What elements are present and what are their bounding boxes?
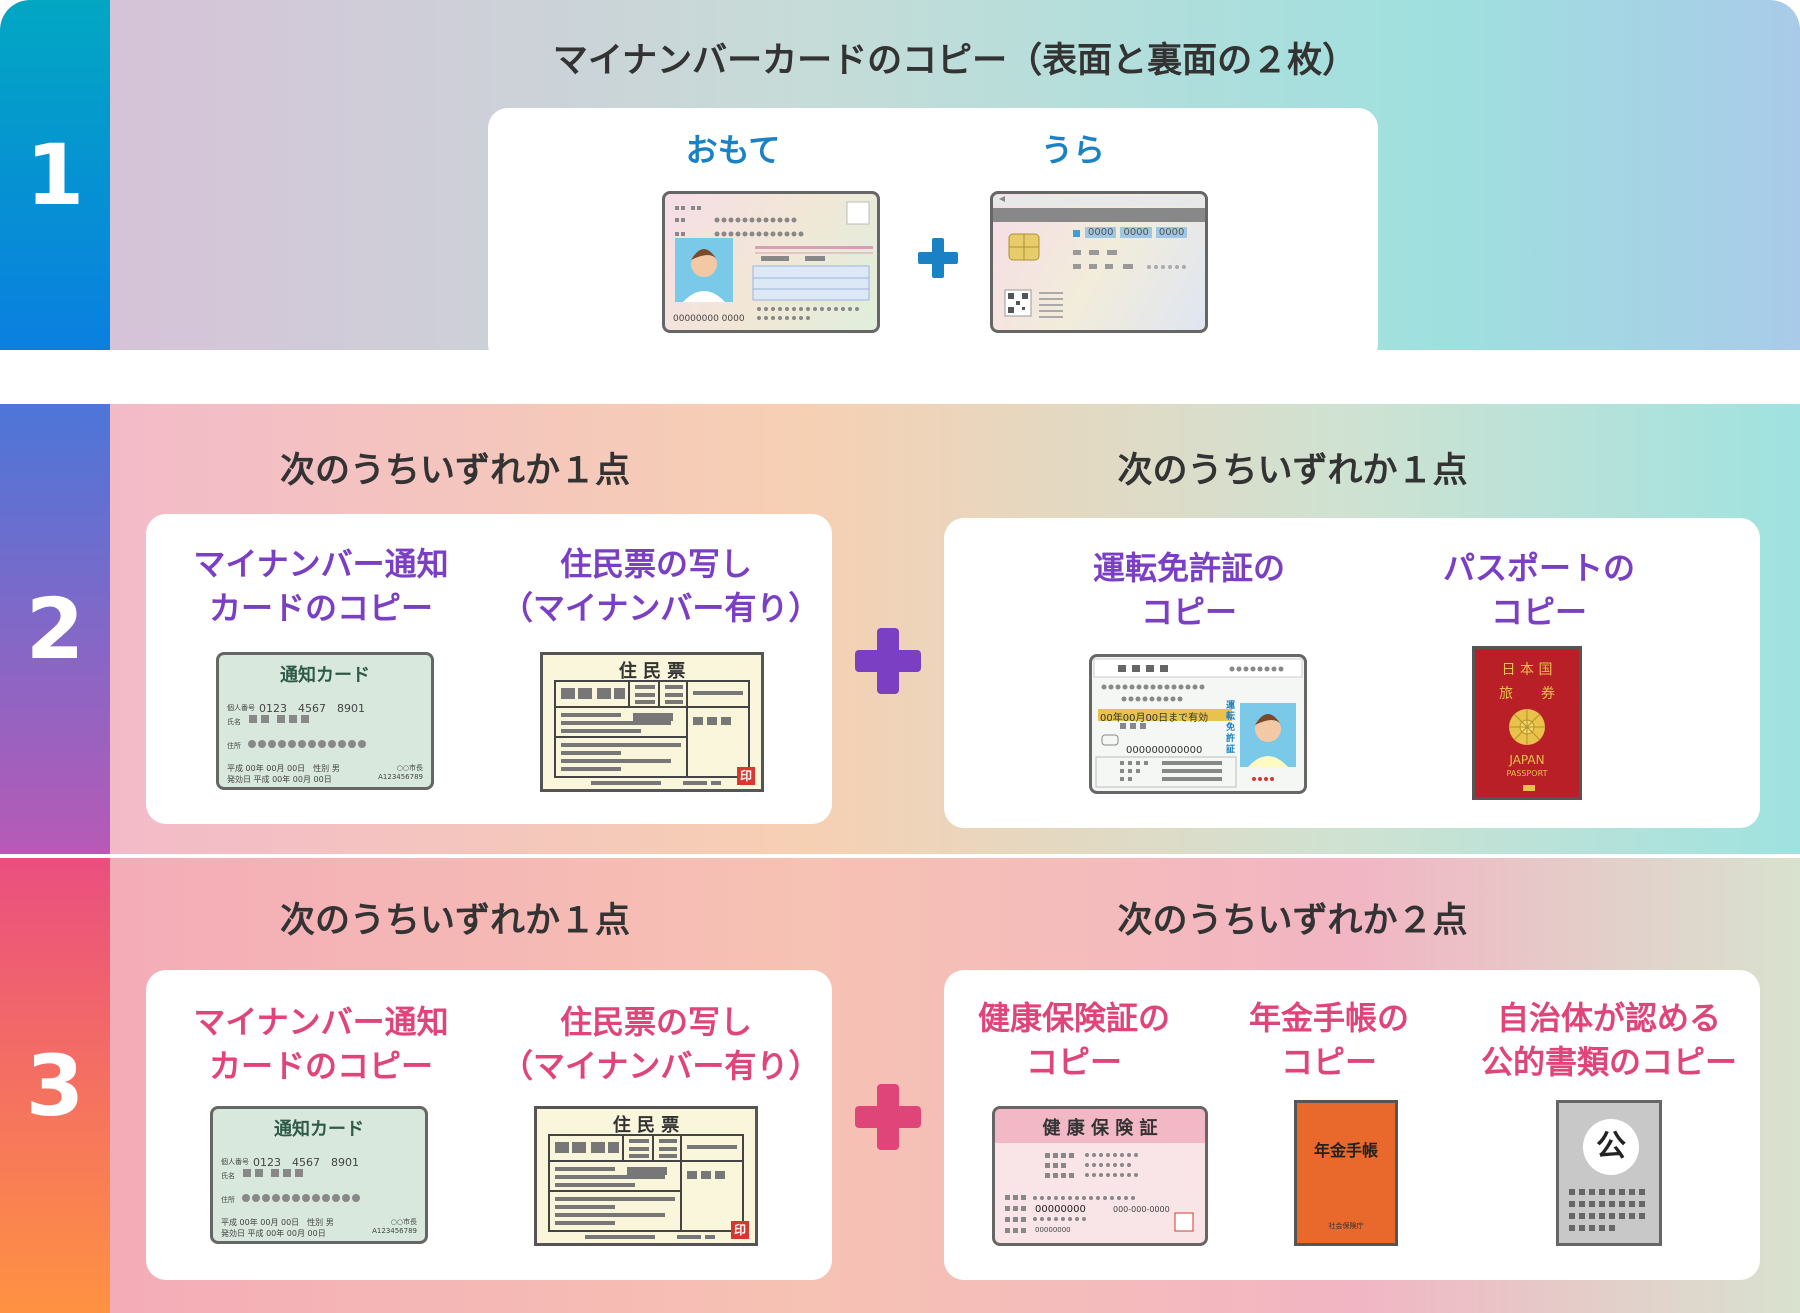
notice-date-2: 発効日 平成 00年 00月 00日 — [227, 775, 332, 784]
insurance-title-bar — [995, 1109, 1205, 1143]
notice-card-label: マイナンバー通知 カードのコピー — [193, 545, 449, 627]
notice-city: ○○市長 — [390, 1218, 417, 1226]
row-1-panel: おもて うら — [488, 108, 1378, 350]
step-number-3: 3 — [0, 858, 110, 1313]
number-box: 0000 — [1155, 227, 1188, 238]
step-number-2: 2 — [0, 404, 110, 854]
row-2-left-heading: 次のうちいずれか１点 — [279, 451, 630, 491]
insurance-bottom: 00000000 — [1035, 1226, 1071, 1234]
notice-number: 0123 4567 8901 — [259, 702, 365, 715]
notice-serial: A123456789 — [372, 1227, 417, 1235]
row-2: 2 次のうちいずれか１点 次のうちいずれか１点 マイナンバー通知 カードのコピー… — [0, 404, 1800, 854]
row-2-right-heading: 次のうちいずれか１点 — [1117, 451, 1468, 491]
mynumber-card-back-image: 0000 0000 0000 — [990, 191, 1208, 333]
plus-icon — [855, 1084, 921, 1150]
notice-number-label: 個人番号 — [227, 704, 255, 712]
insurance-sub: 000-000-0000 — [1113, 1205, 1170, 1214]
row-1-heading: マイナンバーカードのコピー（表面と裏面の２枚） — [552, 41, 1358, 81]
front-card-bottom-text: 00000000 0000 — [673, 314, 745, 324]
notice-date-1: 平成 00年 00月 00日 性別 男 — [221, 1218, 334, 1227]
pension-label: 年金手帳の コピー — [1248, 999, 1409, 1081]
row-3-right-panel: 健康保険証の コピー 年金手帳の コピー 自治体が認める 公的書類のコピー 健 … — [944, 970, 1760, 1280]
row-3-left-heading: 次のうちいずれか１点 — [279, 901, 630, 941]
row-3: 3 次のうちいずれか１点 次のうちいずれか２点 マイナンバー通知 カードのコピー… — [0, 858, 1800, 1313]
row-1: 1 マイナンバーカードのコピー（表面と裏面の２枚） おもて うら — [0, 0, 1800, 350]
passport-label: パスポートの コピー — [1442, 549, 1635, 631]
pension-issuer: 社会保険庁 — [1328, 1222, 1364, 1230]
health-insurance-image: 健 康 保 険 証 00000000 000-000-0000 00000000 — [992, 1106, 1208, 1246]
plus-icon — [855, 628, 921, 694]
insurance-title: 健 康 保 険 証 — [1042, 1118, 1158, 1139]
notice-card-image: 通知カード 個人番号 0123 4567 8901 氏名 住所 平成 00年 0… — [210, 1106, 428, 1244]
juminhyo-image: 住 民 票 印 — [540, 652, 764, 792]
row-2-left-panel: マイナンバー通知 カードのコピー 住民票の写し （マイナンバー有り） 通知カード… — [146, 514, 832, 824]
juminhyo-title: 住 民 票 — [612, 1115, 680, 1136]
notice-card-title: 通知カード — [280, 665, 370, 686]
step-number-1: 1 — [0, 0, 110, 350]
juminhyo-label: 住民票の写し （マイナンバー有り） — [501, 545, 821, 627]
row-3-right-heading: 次のうちいずれか２点 — [1117, 901, 1468, 941]
back-label: うら — [1040, 131, 1105, 169]
number-box: 0000 — [1085, 227, 1117, 238]
notice-name-label: 氏名 — [221, 1172, 235, 1180]
passport-word: PASSPORT — [1506, 769, 1548, 778]
public-doc-symbol: 公 — [1583, 1119, 1639, 1175]
mynumber-card-front-image: 00000000 0000 — [662, 191, 880, 333]
passport-country: JAPAN — [1509, 753, 1545, 767]
passport-top-1: 日 本 国 — [1501, 662, 1553, 678]
row-2-right-panel: 運転免許証の コピー パスポートの コピー — [944, 518, 1760, 828]
juminhyo-title: 住 民 票 — [618, 661, 686, 682]
chrysanthemum-icon — [1509, 709, 1545, 745]
number-box: 0000 — [1120, 227, 1152, 238]
notice-name-label: 氏名 — [227, 718, 241, 726]
back-card-number-boxes: 0000 0000 0000 — [1085, 227, 1188, 238]
notice-address-label: 住所 — [227, 742, 241, 750]
insurance-number: 00000000 — [1035, 1204, 1086, 1215]
insurance-label: 健康保険証の コピー — [977, 999, 1170, 1081]
notice-number: 0123 4567 8901 — [253, 1156, 359, 1169]
front-label: おもて — [685, 131, 781, 169]
public-document-image: 公 — [1556, 1100, 1662, 1246]
passport-top-2: 旅 券 — [1499, 686, 1555, 702]
pension-book-image: 年金手帳 社会保険庁 — [1294, 1100, 1398, 1246]
row-3-left-panel: マイナンバー通知 カードのコピー 住民票の写し （マイナンバー有り） 通知カード… — [146, 970, 832, 1280]
license-expiry: 00年00月00日まで有効 — [1100, 713, 1209, 724]
notice-date-1: 平成 00年 00月 00日 性別 男 — [227, 764, 340, 773]
notice-card-image: 通知カード 個人番号 0123 4567 8901 氏名 住所 平成 00年 0… — [216, 652, 434, 790]
notice-city: ○○市長 — [396, 764, 423, 772]
public-doc-label: 自治体が認める 公的書類のコピー — [1480, 999, 1737, 1081]
plus-icon — [918, 238, 958, 278]
juminhyo-stamp: 印 — [731, 1221, 749, 1239]
juminhyo-image: 住 民 票 印 — [534, 1106, 758, 1246]
drivers-license-image: 00年00月00日まで有効 運転免許証 000000000000 — [1089, 654, 1307, 794]
notice-address-label: 住所 — [221, 1196, 235, 1204]
notice-serial: A123456789 — [378, 773, 423, 781]
license-number: 000000000000 — [1126, 745, 1203, 756]
pension-title: 年金手帳 — [1313, 1141, 1378, 1160]
passport-image: 日 本 国 旅 券 JAPAN PASSPORT — [1472, 646, 1582, 800]
passport-chip-icon — [1523, 785, 1535, 791]
notice-number-label: 個人番号 — [221, 1158, 249, 1166]
notice-card-label: マイナンバー通知 カードのコピー — [193, 1003, 449, 1085]
license-label: 運転免許証の コピー — [1092, 549, 1285, 631]
notice-card-title: 通知カード — [274, 1119, 364, 1140]
notice-date-2: 発効日 平成 00年 00月 00日 — [221, 1229, 326, 1238]
juminhyo-label: 住民票の写し （マイナンバー有り） — [501, 1003, 821, 1085]
juminhyo-stamp: 印 — [737, 767, 755, 785]
license-vertical: 運転免許証 — [1226, 701, 1236, 755]
